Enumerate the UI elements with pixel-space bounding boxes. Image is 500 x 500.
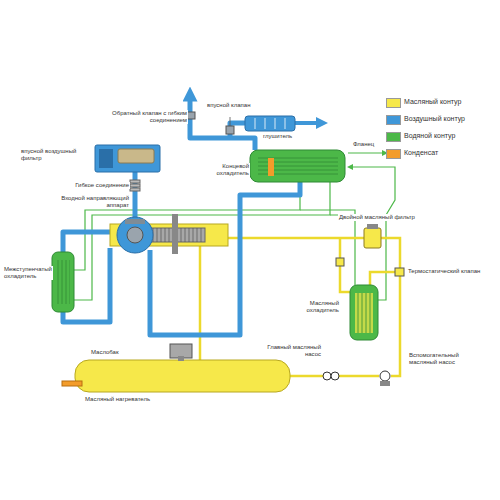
oil-lines	[200, 238, 400, 376]
oil-cooler-core	[355, 293, 373, 333]
part-label: впусной воздушный фильтр	[20, 148, 92, 162]
filter-element	[118, 149, 154, 163]
exhaust-arrow	[295, 121, 322, 125]
inlet-guide-vanes	[125, 219, 145, 224]
oil-valve	[336, 258, 344, 266]
aftercooler	[250, 150, 345, 182]
intercooler-tubes	[56, 260, 70, 304]
gear-tooth	[185, 228, 186, 242]
part-label: Концевой охладитель	[204, 163, 250, 177]
gear-tooth	[181, 228, 182, 242]
condensate-drain	[268, 158, 274, 176]
part-label: Маслобак	[90, 349, 142, 356]
gear-tooth	[189, 228, 190, 242]
gear-tooth	[201, 228, 202, 242]
air-filter	[95, 145, 160, 172]
gear-shaft	[172, 214, 178, 254]
aux-pump	[380, 371, 390, 381]
legend-text: Воздушный контур	[404, 115, 465, 123]
double-oil-filter	[364, 228, 381, 248]
filter-head	[367, 224, 378, 229]
legend-text: Масляный контур	[404, 98, 461, 106]
gear-tooth	[193, 228, 194, 242]
flexible-joint	[130, 180, 140, 191]
part-label: Масляный охладитель	[296, 300, 340, 314]
part-label: Масляный нагреватель	[84, 396, 176, 403]
legend-text: Конденсат	[404, 149, 438, 157]
water-lines	[74, 153, 395, 300]
part-label: впусной клапан	[206, 102, 268, 109]
aux-pump-motor	[380, 381, 390, 386]
part-label: Входной направляющий аппарат	[40, 195, 130, 209]
oil-mist-fan	[170, 344, 192, 358]
legend-text: Водяной контур	[404, 132, 455, 140]
part-label: Межступенчатый охладитель	[3, 266, 53, 280]
fan-neck	[178, 356, 184, 361]
gear-tooth	[169, 228, 170, 242]
impeller	[127, 227, 143, 243]
aftercooler-tubes	[258, 155, 338, 177]
oil-heater	[62, 381, 82, 386]
compressor-volute	[117, 217, 153, 253]
oil-cooler-tubes	[355, 293, 373, 333]
muffler-ribs	[255, 118, 285, 129]
gear-tooth	[157, 228, 158, 242]
part-label: Двойной масляный фильтр	[338, 214, 430, 221]
legend-swatch	[386, 98, 401, 108]
legend-swatch	[386, 132, 401, 142]
part-label: Термостатический клапан	[407, 268, 497, 275]
main-pump	[323, 372, 331, 380]
part-label: глушитель	[262, 133, 314, 140]
gear-tooth	[197, 228, 198, 242]
thermostatic-valve	[395, 268, 404, 276]
blowoff-valve	[226, 126, 234, 134]
filter-housing	[99, 149, 113, 168]
part-label: Обратный клапан с гибким соединением	[96, 110, 188, 124]
part-label: Главный масляный насос	[262, 344, 322, 358]
air-outlet-arrow	[188, 94, 193, 104]
legend-swatch	[386, 115, 401, 125]
part-label: Вспомогательный масляный насос	[408, 352, 480, 366]
oil-cooler	[350, 285, 378, 340]
gear-tooth	[161, 228, 162, 242]
muffler	[245, 116, 295, 131]
intercooler	[52, 252, 74, 312]
gear-tooth	[165, 228, 166, 242]
part-label: Фланец	[352, 141, 394, 148]
part-label: Гибкое соединение	[66, 182, 130, 189]
oil-tank	[75, 360, 290, 392]
main-pump	[331, 372, 339, 380]
legend-swatch	[386, 149, 401, 159]
valve-actuator	[230, 117, 231, 126]
